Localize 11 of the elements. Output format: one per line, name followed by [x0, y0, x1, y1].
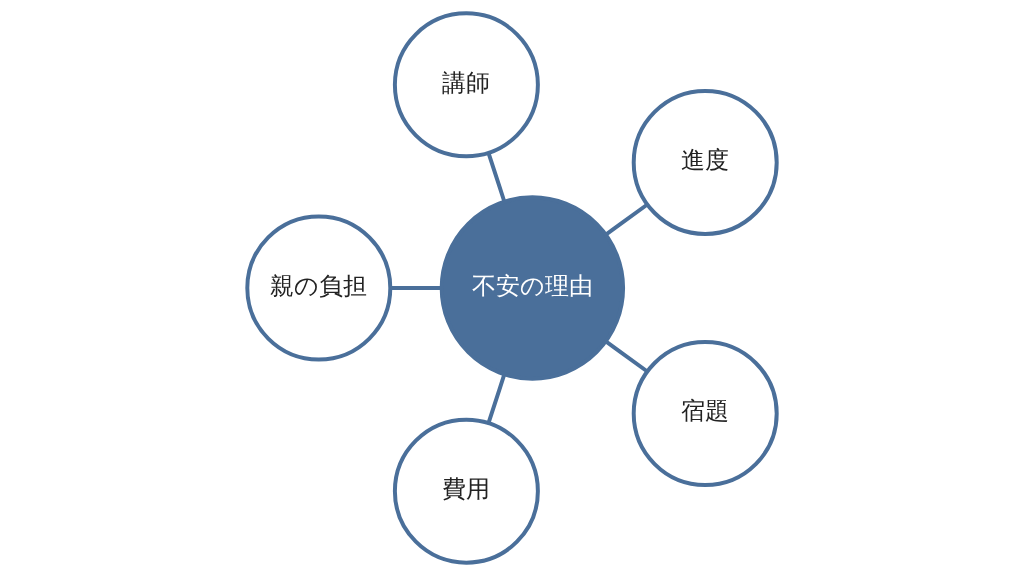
node-circle: 進度 — [631, 88, 779, 236]
node-circle: 親の負担 — [245, 214, 393, 362]
connector — [605, 340, 649, 374]
node-circle: 宿題 — [631, 340, 779, 488]
connector — [390, 286, 442, 290]
node-circle: 講師 — [392, 11, 540, 159]
connector — [486, 152, 507, 202]
connector — [605, 202, 649, 236]
node-circle: 費用 — [392, 417, 540, 565]
node-circle: 不安の理由 — [439, 195, 626, 381]
connector — [486, 374, 507, 424]
